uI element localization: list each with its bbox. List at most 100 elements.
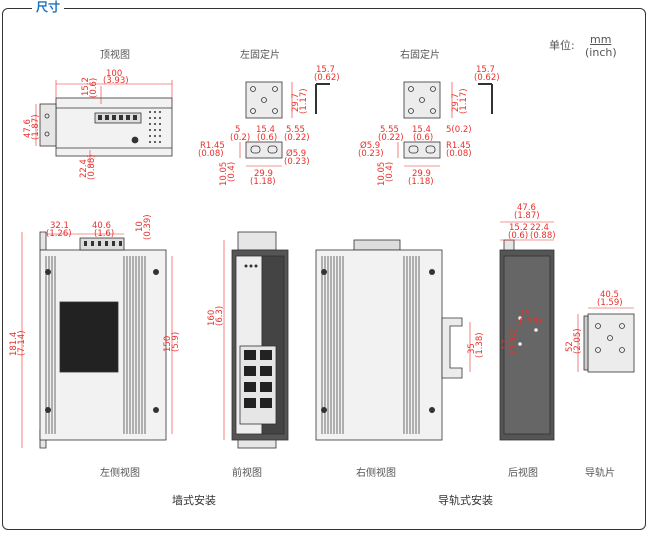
dimension-label: 15.7 — [476, 65, 495, 75]
dimension-label: 5(0.2) — [446, 125, 472, 135]
right-bracket-holes — [408, 86, 436, 154]
dimension-label: (0.6) — [508, 231, 528, 241]
right-side-screws — [321, 269, 435, 413]
rail-clip-dim-labels: 40.5 (1.59) 52 (2.05) — [565, 290, 623, 354]
right-bracket-plate — [403, 81, 441, 119]
dimension-label: 15.4 — [256, 125, 275, 135]
front-top-connector — [237, 231, 277, 251]
caption-front: 前视图 — [232, 468, 262, 479]
dimension-label: 29.9 — [412, 169, 431, 179]
dimension-label: Ø5.9 — [360, 140, 380, 151]
dimension-label: (6.3) — [215, 306, 225, 326]
dimension-label: 5.55 — [380, 125, 399, 135]
dimension-label: 150 — [163, 336, 173, 352]
dimension-label: (1.18) — [250, 177, 276, 187]
left-bracket-drawing — [245, 81, 283, 159]
left-side-dims — [21, 232, 173, 448]
dimension-label: 47.6 — [517, 203, 536, 213]
dim-top-h1: 15.2 — [81, 77, 91, 96]
dimension-label: 15.7 — [316, 65, 335, 75]
caption-left-bracket: 左固定片 — [240, 50, 280, 61]
dimension-label: (0.2) — [230, 133, 250, 143]
section-title: 尺寸 — [32, 0, 65, 14]
dimension-label: 10.05 — [377, 162, 387, 186]
dimension-label: (0.22) — [284, 133, 310, 143]
left-side-dim-labels: 32.1 (1.26) 40.6 (1.6) 10 (0.39) 181.4 (… — [9, 214, 181, 356]
left-side-ribs — [45, 256, 146, 434]
front-leds — [244, 264, 258, 268]
dim-top-h3-inch: (0.88) — [87, 154, 97, 180]
left-bracket-dim-labels: 15.7 (0.62) 29.7 (1.17) 5 (0.2) 15.4 (0.… — [198, 65, 340, 187]
dimension-label: (0.23) — [284, 157, 310, 167]
dimension-label: 52 — [565, 341, 575, 352]
dimension-label: (0.39) — [143, 214, 153, 240]
dimension-label: 35 — [467, 343, 477, 354]
dimension-label: 10.05 — [219, 162, 229, 186]
dimension-label: (0.4) — [227, 162, 237, 182]
front-rj45-ports — [244, 350, 272, 408]
dimension-label: 40.5 — [600, 290, 619, 300]
section-din-rail: 导轨式安装 — [438, 494, 493, 507]
front-view — [231, 231, 289, 449]
left-side-label-area — [59, 301, 119, 373]
dim-top-h3: 22.4 — [79, 159, 89, 178]
dimension-label: (2.05) — [573, 328, 583, 354]
left-bracket-profile — [315, 83, 330, 114]
front-dim-labels: 160 (6.3) — [207, 306, 225, 326]
caption-left-side: 左侧视图 — [100, 468, 140, 479]
dimension-label: (1.6) — [94, 229, 114, 239]
dimension-label: 15 — [520, 309, 531, 319]
dimension-label: 10 — [135, 221, 145, 232]
top-view-dims — [35, 80, 173, 168]
dimension-label: (1.17) — [459, 88, 469, 114]
dimension-label: (5.9) — [171, 332, 181, 352]
right-side-top-tab — [353, 239, 401, 251]
caption-top-view: 顶视图 — [100, 50, 130, 61]
caption-rear: 后视图 — [508, 468, 538, 479]
dimension-label: R1.45 — [446, 141, 471, 151]
left-side-screws — [45, 269, 159, 413]
dimension-label: (0.08) — [198, 149, 224, 159]
dimension-label: (1.59) — [597, 298, 623, 308]
rail-clip-dims — [577, 307, 634, 372]
dimension-label: 5 — [235, 125, 240, 135]
top-view-bracket-holes — [44, 113, 50, 137]
dimension-label: R1.45 — [200, 141, 225, 151]
dimension-label: (1.26) — [46, 229, 72, 239]
dim-top-h1-inch: (0.6) — [89, 78, 99, 98]
dimension-label: 22.4 — [530, 223, 549, 233]
dimension-label: (0.59) — [516, 317, 542, 327]
caption-rail-clip: 导轨片 — [585, 468, 615, 479]
dimension-label: (0.6) — [257, 133, 277, 143]
rear-holes — [518, 316, 538, 346]
right-bracket-dims — [397, 82, 453, 167]
unit-label: 单位: — [549, 39, 575, 52]
dim-top-width-inch: (3.93) — [103, 76, 129, 86]
left-bracket-plate — [245, 81, 283, 119]
dimension-label: (1.87) — [514, 211, 540, 221]
rear-view — [499, 239, 555, 441]
rail-clip-plate — [587, 313, 635, 373]
section-wall-mount: 墙式安装 — [172, 494, 216, 507]
dimension-label: (0.22) — [378, 133, 404, 143]
dimension-label: (0.08) — [446, 149, 472, 159]
unit-inch: (inch) — [585, 46, 617, 59]
top-view-body — [55, 97, 173, 157]
rear-dim-labels: 47.6 (1.87) 15.2 (0.6) 22.4 (0.88) 15 (0… — [501, 203, 556, 354]
dimension-label: 5.55 — [286, 125, 305, 135]
dim-top-width: 100 — [106, 69, 122, 79]
top-view — [39, 97, 173, 157]
dim-top-h2-inch: (1.87) — [31, 114, 41, 140]
left-bracket-dims — [239, 82, 293, 167]
din-clip — [441, 317, 463, 379]
top-view-connector — [94, 112, 142, 124]
rail-clip-holes — [595, 323, 625, 353]
rail-clip-drawing — [583, 313, 635, 373]
dimension-label: 15.2 — [509, 223, 528, 233]
right-bracket-dim-labels: 15.7 (0.62) 29.7 (1.17) 5.55 (0.22) 15.4… — [358, 65, 500, 187]
dimensions-frame — [2, 8, 646, 530]
dimension-label: 17 — [501, 339, 511, 350]
dimension-label: 32.1 — [50, 221, 69, 231]
dimension-label: (0.4) — [385, 162, 395, 182]
